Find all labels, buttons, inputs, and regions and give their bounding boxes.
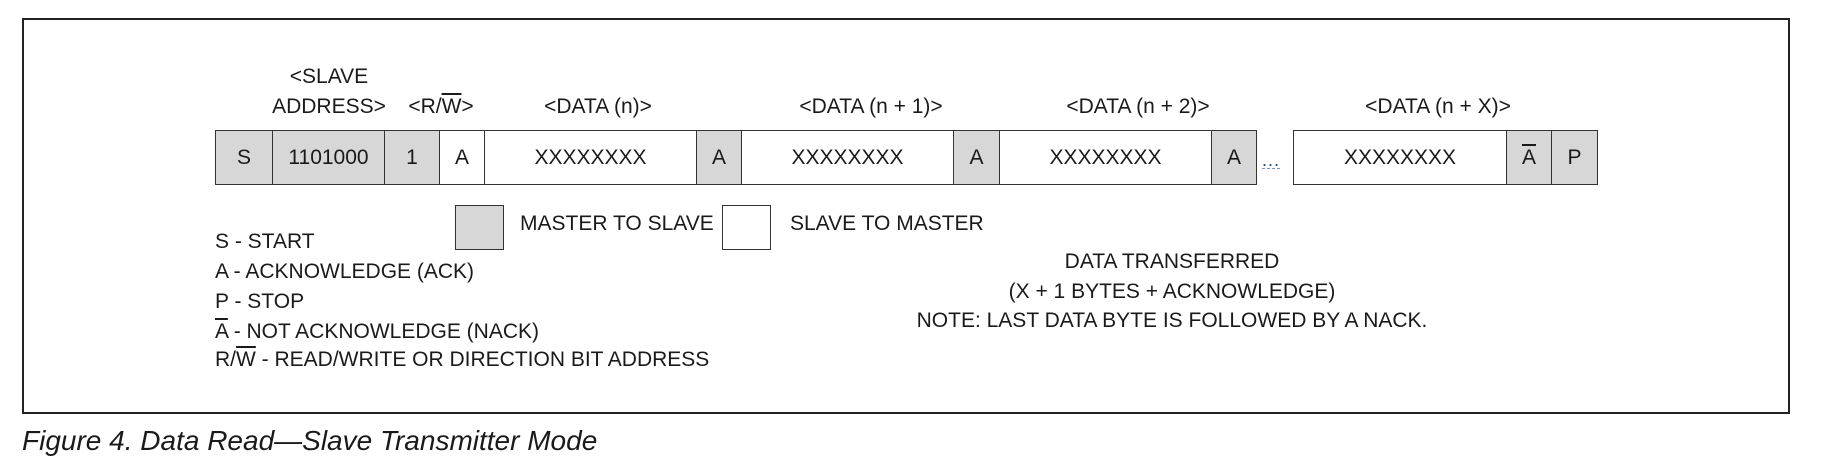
frame-data-cell-2: XXXXXXXX <box>741 130 954 185</box>
header-data-n1: <DATA (n + 1)> <box>799 95 943 118</box>
slave-to-master-swatch <box>722 205 771 250</box>
legend-ack: A - ACKNOWLEDGE (ACK) <box>215 260 475 283</box>
legend-nack-symbol: A <box>215 320 228 343</box>
slave-to-master-label: SLAVE TO MASTER <box>790 212 984 235</box>
header-slave-address-line1: <SLAVE <box>289 65 369 88</box>
header-rw: <R/W> <box>408 92 473 122</box>
master-to-slave-label: MASTER TO SLAVE <box>520 212 714 235</box>
frame-ack-cell-1: A <box>439 130 485 185</box>
frame-stop-cell: P <box>1551 130 1598 185</box>
legend-stop: P - STOP <box>215 290 305 313</box>
legend-rw-prefix: R/ <box>215 348 236 371</box>
header-rw-prefix: <R/ <box>408 95 442 118</box>
frame-start-cell: S <box>215 130 273 185</box>
legend-rw: R/W - READ/WRITE OR DIRECTION BIT ADDRES… <box>215 348 709 372</box>
header-data-n2: <DATA (n + 2)> <box>1066 95 1210 118</box>
master-to-slave-swatch <box>455 205 504 250</box>
header-rw-bar: W <box>441 95 462 118</box>
frame-nack-symbol: A <box>1521 145 1536 169</box>
note-nack: NOTE: LAST DATA BYTE IS FOLLOWED BY A NA… <box>916 309 1428 332</box>
legend-nack: A - NOT ACKNOWLEDGE (NACK) <box>215 320 539 344</box>
legend-rw-text: - READ/WRITE OR DIRECTION BIT ADDRESS <box>255 348 710 371</box>
diagram-frame <box>22 18 1790 414</box>
header-slave-address: <SLAVE ADDRESS> <box>259 62 399 122</box>
header-data-nx: <DATA (n + X)> <box>1365 95 1511 118</box>
legend-nack-text: - NOT ACKNOWLEDGE (NACK) <box>227 320 540 343</box>
figure-caption: Figure 4. Data Read—Slave Transmitter Mo… <box>22 425 598 456</box>
frame-rw-cell: 1 <box>384 130 440 185</box>
header-slave-address-line2: ADDRESS> <box>272 95 386 118</box>
legend-rw-bar: W <box>236 348 256 371</box>
note-byte-count: (X + 1 BYTES + ACKNOWLEDGE) <box>1008 280 1336 303</box>
frame-data-cell-3: XXXXXXXX <box>999 130 1212 185</box>
frame-data-cell-1: XXXXXXXX <box>484 130 697 185</box>
header-data-n: <DATA (n)> <box>544 95 652 118</box>
note-data-transferred: DATA TRANSFERRED <box>1064 250 1280 273</box>
frame-ellipsis: ... <box>1262 150 1281 170</box>
frame-address-cell: 1101000 <box>272 130 385 185</box>
frame-ack-cell-2: A <box>696 130 742 185</box>
header-rw-suffix: > <box>461 95 474 118</box>
frame-ack-cell-4: A <box>1211 130 1257 185</box>
legend-start: S - START <box>215 230 315 253</box>
frame-data-cell-last: XXXXXXXX <box>1293 130 1507 185</box>
frame-nack-cell: A <box>1506 130 1552 185</box>
frame-ack-cell-3: A <box>953 130 1000 185</box>
